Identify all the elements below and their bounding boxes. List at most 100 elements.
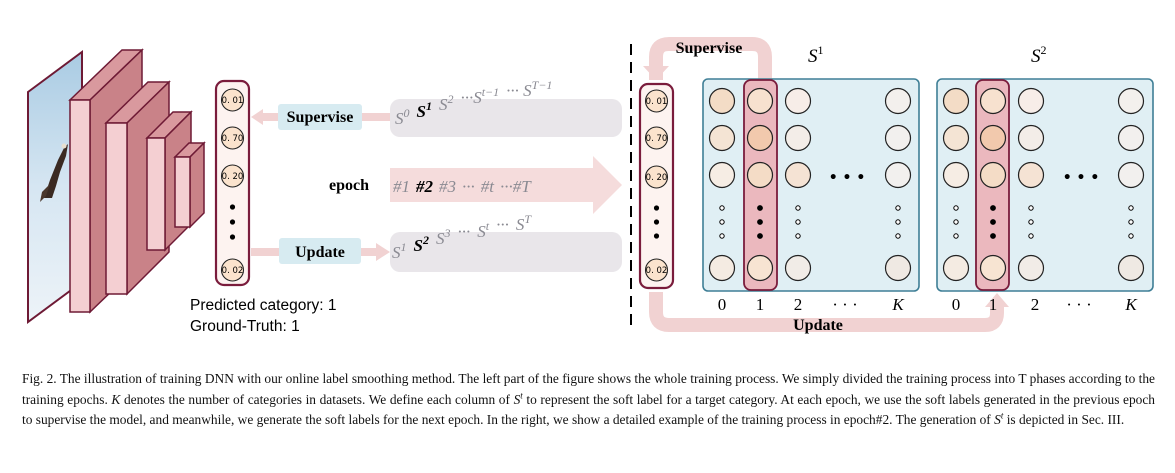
prediction-circle <box>220 126 245 150</box>
matrix-s2-cell <box>979 161 1007 189</box>
sequence-term: S <box>417 102 426 121</box>
matrix-s2-cell <box>1017 161 1045 189</box>
prediction-value: 0. 01 <box>222 96 244 106</box>
right-prediction-value: 0. 20 <box>646 173 668 183</box>
right-update-label: Update <box>793 317 843 334</box>
right-update-arrow: Update <box>649 292 1009 334</box>
sequence-superscript: 2 <box>447 92 453 106</box>
matrix-s2-ellipsis: • • • <box>1063 170 1100 186</box>
matrix-s1-cell <box>884 87 912 115</box>
column-label: · · · <box>1066 295 1091 314</box>
matrix-s2-cell <box>979 87 1007 115</box>
sequence-superscript: t−1 <box>482 85 499 99</box>
sequence-superscript: 1 <box>426 99 432 113</box>
matrix-s1-cell <box>784 87 812 115</box>
sequence-term: S <box>392 243 401 262</box>
matrix-s1-ellipsis-dot <box>757 233 763 239</box>
prediction-value: 0. 02 <box>222 266 244 276</box>
matrix-s1-title: S1 <box>808 43 824 67</box>
caption-segment: t <box>520 390 523 401</box>
matrix-s2: • • • <box>936 78 1154 292</box>
matrix-s2-cell <box>942 161 970 189</box>
matrix-s2-title: S2 <box>1031 43 1047 67</box>
sequence-term: S <box>516 215 525 234</box>
sequence-term: S <box>395 109 404 128</box>
matrix-s2-ellipsis-dot <box>1128 233 1134 239</box>
right-prediction-circle <box>644 89 669 113</box>
matrix-s2-ellipsis-dot <box>953 219 959 225</box>
right-prediction-value: 0. 02 <box>646 266 668 276</box>
eagle-icon <box>40 143 68 202</box>
sequence-term: S <box>436 229 445 248</box>
right-prediction-circle <box>644 165 669 189</box>
column-label: 2 <box>1031 295 1040 314</box>
matrix-s1-ellipsis-dot <box>757 219 763 225</box>
prediction-circle <box>220 88 245 112</box>
matrix-s1-ellipsis-dot <box>719 205 725 211</box>
supervise-arrow-left: Supervise <box>251 104 390 130</box>
sequence-superscript: 3 <box>443 226 450 240</box>
right-prediction-circle <box>644 126 669 150</box>
column-label: K <box>1124 295 1138 314</box>
matrix-s2-cell <box>1117 124 1145 152</box>
sequence-superscript: 0 <box>404 106 410 120</box>
epoch-term: #2 <box>415 177 434 196</box>
matrix-s1-ellipsis-dot <box>719 233 725 239</box>
caption-segment: is depicted in Sec. III. <box>1003 412 1125 428</box>
matrix-s1: • • • <box>702 78 920 292</box>
sequence-term: S <box>477 222 486 241</box>
caption-segment: t <box>1000 410 1004 421</box>
matrix-s2-ellipsis-dot <box>953 205 959 211</box>
matrix-s2-ellipsis-dot <box>1028 233 1034 239</box>
column-label: · · · <box>832 295 857 314</box>
matrix-s1-cell <box>708 161 736 189</box>
update-arrow-left: Update <box>251 238 390 264</box>
predicted-category-text: Predicted category: 1 <box>190 297 336 314</box>
matrix-s1-ellipsis-dot <box>895 219 901 225</box>
matrix-s1-cell <box>884 161 912 189</box>
matrix-s2-cell <box>942 87 970 115</box>
matrix-s2-cell <box>1017 254 1045 282</box>
epoch-sequence: #1#2#3···#t···#T <box>393 177 532 196</box>
matrix-s1-ellipsis-dot <box>719 219 725 225</box>
sequence-term: ···S <box>460 88 482 107</box>
matrix-s1-cell <box>784 124 812 152</box>
matrix-s1-ellipsis-dot <box>757 205 763 211</box>
prediction-value: 0. 70 <box>222 134 244 144</box>
prediction-circle <box>220 164 245 188</box>
matrix-s1-cell <box>746 124 774 152</box>
caption-segment: K <box>111 391 121 407</box>
caption-text: The illustration of training DNN with ou… <box>22 371 1155 427</box>
matrix-s1-cell <box>708 124 736 152</box>
matrix-s1-cell <box>784 161 812 189</box>
caption-segment: S <box>994 412 1001 428</box>
right-prediction-vector: 0. 010. 700. 200. 02 <box>638 82 675 290</box>
matrix-s1-cell <box>746 254 774 282</box>
epoch-arrow: #1#2#3···#t···#T <box>390 156 622 214</box>
matrix-s1-ellipsis-dot <box>795 219 801 225</box>
matrix-s1-cell <box>884 124 912 152</box>
sequence-superscript: T−1 <box>532 78 553 92</box>
matrix-s2-ellipsis-dot <box>1028 205 1034 211</box>
epoch-term: #3 <box>439 177 456 196</box>
matrix-s2-ellipsis-dot <box>953 233 959 239</box>
matrix-s2-cell <box>1117 254 1145 282</box>
matrix-s1-cell <box>784 254 812 282</box>
matrix-s2-cell <box>942 124 970 152</box>
matrix-s1-cell <box>746 161 774 189</box>
matrix-s2-cell <box>1117 87 1145 115</box>
figure-caption: Fig. 2. The illustration of training DNN… <box>22 370 1155 429</box>
vertical-ellipsis <box>229 204 236 240</box>
caption-segment: The illustration of training DNN with ou… <box>22 371 1155 407</box>
matrix-s2-cell <box>1117 161 1145 189</box>
sequence-term: ··· <box>496 215 509 234</box>
caption-segment: to represent the soft label for a target… <box>22 391 1156 428</box>
matrix-s2-ellipsis-dot <box>990 219 996 225</box>
matrix-s2-cell <box>1017 87 1045 115</box>
right-prediction-value: 0. 01 <box>646 97 668 107</box>
sequence-superscript: t <box>486 219 490 233</box>
